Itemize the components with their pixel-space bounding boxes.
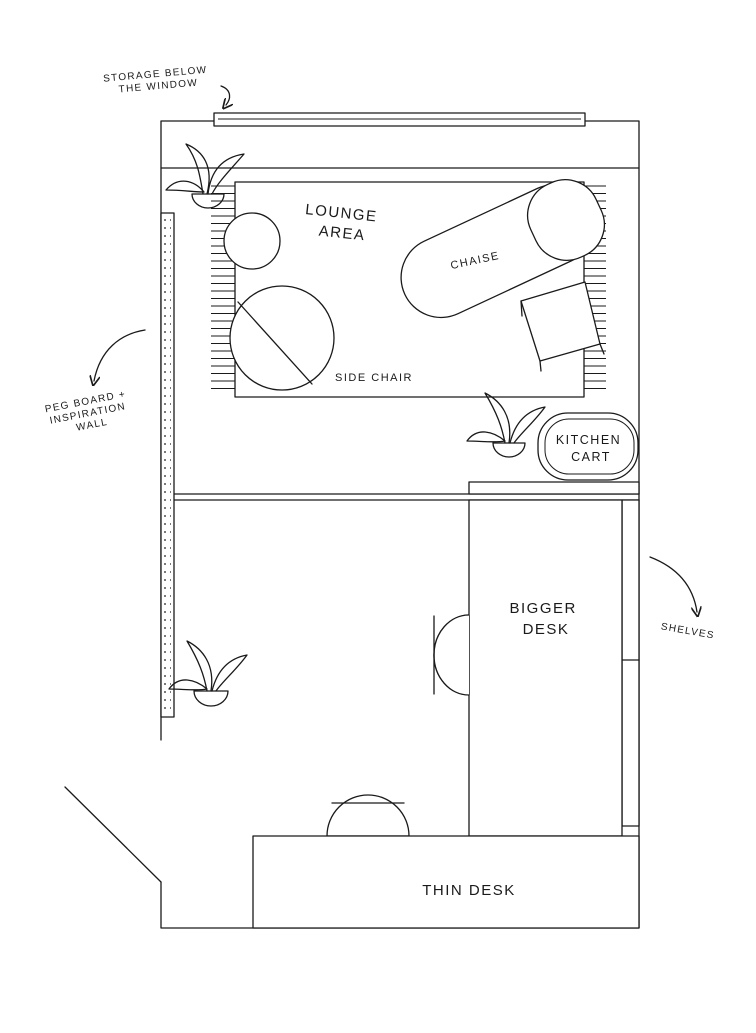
side-chair-label: SIDE CHAIR — [335, 372, 413, 384]
door-swing — [64, 786, 162, 883]
storage-arrow — [220, 85, 230, 105]
thin-desk — [252, 835, 640, 929]
side-table — [223, 212, 281, 270]
plant-icon — [165, 143, 245, 209]
peg-board-arrow — [94, 329, 146, 381]
chaise-pillow — [527, 179, 605, 261]
thin-desk-label: THIN DESK — [422, 882, 516, 899]
shelves-arrow — [649, 556, 697, 612]
plant-icon — [168, 640, 248, 707]
peg-board — [160, 212, 175, 718]
storage-label: STORAGE BELOW THE WINDOW — [103, 64, 213, 96]
desk-chair-thin-desk — [326, 794, 410, 837]
desk-chair-bigger-desk — [433, 614, 470, 696]
kitchen-cart — [537, 412, 639, 481]
kitchen-cart-label: KITCHEN CART — [556, 433, 626, 464]
shelves-label: SHELVES — [660, 621, 716, 641]
bigger-desk-label: BIGGER DESK — [509, 600, 582, 638]
plant-icon — [466, 392, 546, 458]
lounge-chair — [520, 281, 605, 372]
storage-below-window — [213, 112, 586, 127]
side-chair — [229, 285, 335, 391]
bigger-desk — [468, 499, 623, 837]
peg-board-label: PEG BOARD + INSPIRATION WALL — [44, 388, 136, 439]
